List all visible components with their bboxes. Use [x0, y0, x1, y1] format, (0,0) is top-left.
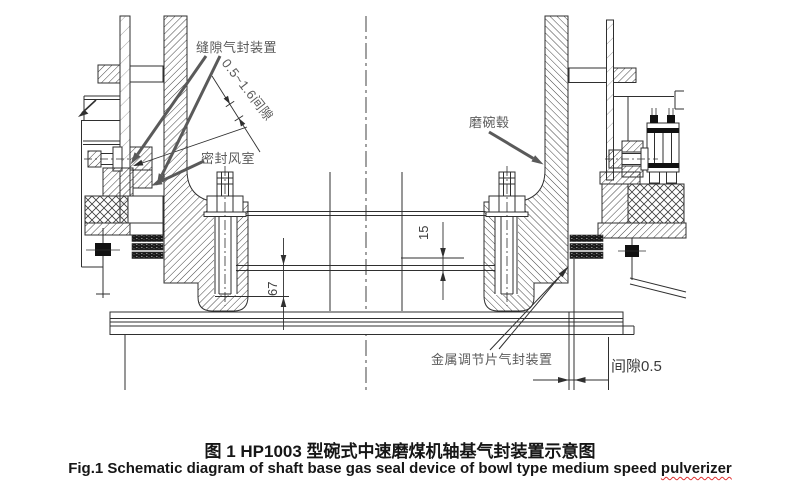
caption-english-last-word: pulverizer	[660, 460, 732, 477]
label-bowl-hub: 磨碗毂	[469, 115, 510, 130]
left-seal-assembly	[78, 15, 164, 298]
dimension-clearance	[533, 377, 609, 383]
dimension-15	[440, 222, 446, 300]
label-gap-seal-device: 缝隙气封装置	[196, 40, 278, 55]
label-seal-air-chamber: 密封风室	[201, 151, 256, 166]
caption-english-text: Fig.1 Schematic diagram of shaft base ga…	[68, 460, 661, 477]
caption-english: Fig.1 Schematic diagram of shaft base ga…	[0, 460, 800, 477]
right-seal-assembly	[568, 19, 687, 390]
dimension-gap-range	[133, 75, 261, 166]
base-plate	[109, 311, 635, 390]
caption-chinese: 图 1 HP1003 型碗式中速磨煤机轴基气封装置示意图	[204, 442, 596, 461]
dimension-67	[280, 238, 287, 330]
seal-chamber-plates	[215, 211, 496, 297]
metal-shim-arrow	[489, 265, 569, 351]
dimension-text-67: 67	[265, 281, 280, 296]
label-metal-shim-seal-device: 金属调节片气封装置	[431, 352, 553, 367]
label-clearance: 间隙0.5	[611, 358, 662, 375]
bowl-left-wall-and-foot	[163, 15, 249, 312]
leader-arrows	[130, 55, 544, 186]
dimension-text-15: 15	[416, 225, 431, 240]
